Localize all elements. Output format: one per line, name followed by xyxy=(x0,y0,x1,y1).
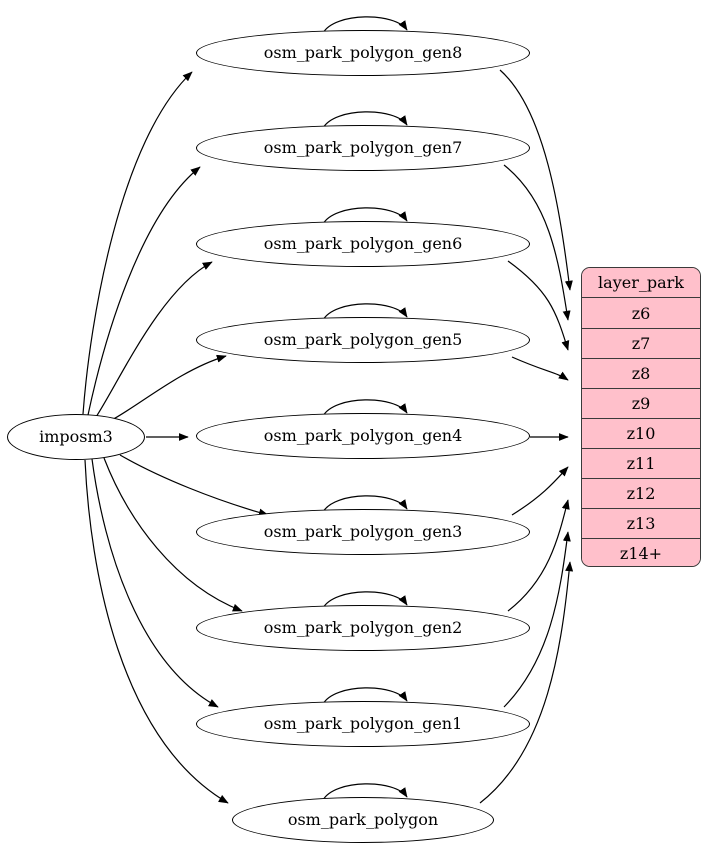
table-node-layer-park[interactable]: layer_park z6 z7 z8 z9 z10 z11 z12 z13 z… xyxy=(581,267,701,567)
table-row-label: z9 xyxy=(631,394,651,413)
node-osm-park-polygon-gen6[interactable]: osm_park_polygon_gen6 xyxy=(196,221,530,267)
edge-gen8-to-z6 xyxy=(499,69,573,291)
edge-imposm3-to-polygon xyxy=(84,459,229,804)
node-label: osm_park_polygon_gen3 xyxy=(263,522,463,541)
self-loop-gen1 xyxy=(322,687,408,705)
table-header-label: layer_park xyxy=(598,273,684,292)
node-label: osm_park_polygon_gen4 xyxy=(263,426,463,445)
edge-imposm3-to-gen8 xyxy=(82,71,193,415)
self-loop-gen6 xyxy=(322,207,408,225)
self-loop-gen2 xyxy=(322,591,408,609)
node-label: osm_park_polygon_gen7 xyxy=(263,138,463,157)
node-label: osm_park_polygon_gen2 xyxy=(263,618,463,637)
table-row-z14plus[interactable]: z14+ xyxy=(582,538,700,566)
self-loop-gen8 xyxy=(322,16,408,34)
table-row-z7[interactable]: z7 xyxy=(582,328,700,358)
table-row-z10[interactable]: z10 xyxy=(582,418,700,448)
node-osm-park-polygon-gen2[interactable]: osm_park_polygon_gen2 xyxy=(196,605,530,651)
table-row-label: z10 xyxy=(626,424,656,443)
edge-imposm3-to-gen3 xyxy=(119,454,269,517)
table-row-z9[interactable]: z9 xyxy=(582,388,700,418)
edge-imposm3-to-gen7 xyxy=(87,166,201,416)
node-label: osm_park_polygon_gen5 xyxy=(263,330,463,349)
edge-gen5-to-z9 xyxy=(511,356,569,381)
table-row-z8[interactable]: z8 xyxy=(582,358,700,388)
self-loop-gen7 xyxy=(322,111,408,129)
node-osm-park-polygon-gen1[interactable]: osm_park_polygon_gen1 xyxy=(196,701,530,747)
node-osm-park-polygon-gen8[interactable]: osm_park_polygon_gen8 xyxy=(196,30,530,76)
edge-gen2-to-z12 xyxy=(507,499,570,612)
self-loop-gen5 xyxy=(322,303,408,321)
table-row-label: z13 xyxy=(626,514,656,533)
edge-imposm3-to-gen1 xyxy=(91,458,219,708)
table-row-label: z11 xyxy=(626,454,656,473)
table-row-z12[interactable]: z12 xyxy=(582,478,700,508)
edge-gen3-to-z11 xyxy=(511,466,569,516)
node-label: osm_park_polygon_gen1 xyxy=(263,714,463,733)
table-row-label: z7 xyxy=(631,334,651,353)
table-row-label: z6 xyxy=(631,303,651,323)
node-label: osm_park_polygon_gen8 xyxy=(263,43,463,62)
table-row-z11[interactable]: z11 xyxy=(582,448,700,478)
edge-gen6-to-z8 xyxy=(507,260,570,351)
node-osm-park-polygon-gen4[interactable]: osm_park_polygon_gen4 xyxy=(196,413,530,459)
edge-imposm3-to-gen2 xyxy=(103,457,243,612)
node-label: osm_park_polygon_gen6 xyxy=(263,234,463,253)
table-row-z13[interactable]: z13 xyxy=(582,508,700,538)
node-imposm3-label: imposm3 xyxy=(39,427,113,446)
self-loop-gen3 xyxy=(322,495,408,513)
node-osm-park-polygon-gen3[interactable]: osm_park_polygon_gen3 xyxy=(196,509,530,555)
node-osm-park-polygon-gen5[interactable]: osm_park_polygon_gen5 xyxy=(196,317,530,363)
self-loop-gen4 xyxy=(322,399,408,417)
node-imposm3[interactable]: imposm3 xyxy=(7,414,145,460)
edge-imposm3-to-gen6 xyxy=(95,261,213,418)
table-row-label: z14+ xyxy=(619,544,663,563)
edge-imposm3-to-gen5 xyxy=(109,354,227,422)
table-row-label: z12 xyxy=(626,484,656,503)
edge-polygon-to-z14 xyxy=(479,561,574,804)
table-row-label: z8 xyxy=(631,364,651,383)
node-label: osm_park_polygon xyxy=(287,810,439,829)
table-header-layer-park: layer_park xyxy=(582,268,700,298)
table-row-z6[interactable]: z6 xyxy=(582,298,700,328)
edge-gen7-to-z7 xyxy=(503,164,571,321)
node-osm-park-polygon-gen7[interactable]: osm_park_polygon_gen7 xyxy=(196,125,530,171)
self-loop-polygon xyxy=(322,783,408,801)
edge-gen1-to-z13 xyxy=(503,531,571,708)
node-osm-park-polygon[interactable]: osm_park_polygon xyxy=(232,797,494,843)
